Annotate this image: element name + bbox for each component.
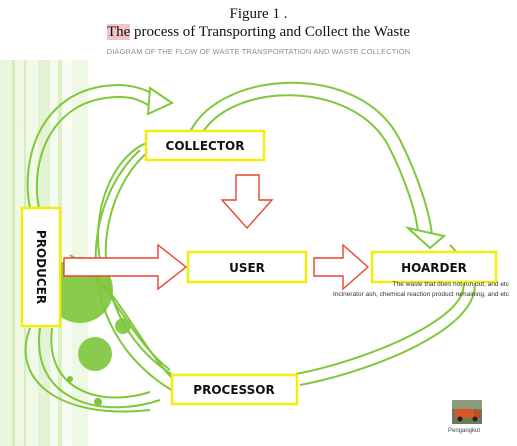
arrow-user-to-hoarder <box>313 243 370 291</box>
truck-icon <box>452 400 482 424</box>
user-label: USER <box>229 261 265 275</box>
figure-title: The process of Transporting and Collect … <box>0 24 517 41</box>
circle-medium <box>78 337 112 371</box>
processor-label: PROCESSOR <box>193 383 274 397</box>
red-block-arrows <box>63 174 370 291</box>
note-unused-waste: The waste that does not run out, and etc <box>392 281 509 288</box>
hoarder-label: HOARDER <box>401 261 467 275</box>
figure-title-highlight: The <box>106 24 131 40</box>
transport-caption: Pengangkut <box>448 428 481 434</box>
arrow-producer-to-processor <box>38 327 161 409</box>
arrow-producer-bottom <box>24 327 151 413</box>
arrow-collector-to-hoarder <box>189 81 433 236</box>
collector-label: COLLECTOR <box>166 139 245 153</box>
producer-label: PRODUCER <box>34 230 48 304</box>
figure-number: Figure 1 . <box>229 6 288 22</box>
arrow-collector-left-loop <box>97 141 151 261</box>
arrow-producer-to-user <box>63 243 188 291</box>
figure-title-rest: process of Transporting and Collect the … <box>130 24 411 40</box>
diagram-subtitle: DIAGRAM OF THE FLOW OF WASTE TRANSPORTAT… <box>106 47 411 56</box>
note-incinerator-ash: Incinerator ash, chemical reaction produ… <box>333 291 509 298</box>
arrow-head-hoarder-top <box>404 226 447 250</box>
circle-tiny-2 <box>94 398 102 406</box>
arrow-collector-to-user <box>220 174 274 230</box>
node-collector: COLLECTOR <box>144 129 266 162</box>
node-producer: PRODUCER <box>20 206 62 328</box>
arrow-head-top-left <box>146 86 175 116</box>
node-hoarder: HOARDER <box>370 250 498 284</box>
arrow-producer-to-top <box>26 83 161 209</box>
node-processor: PROCESSOR <box>170 373 299 406</box>
node-user: USER <box>186 250 308 284</box>
